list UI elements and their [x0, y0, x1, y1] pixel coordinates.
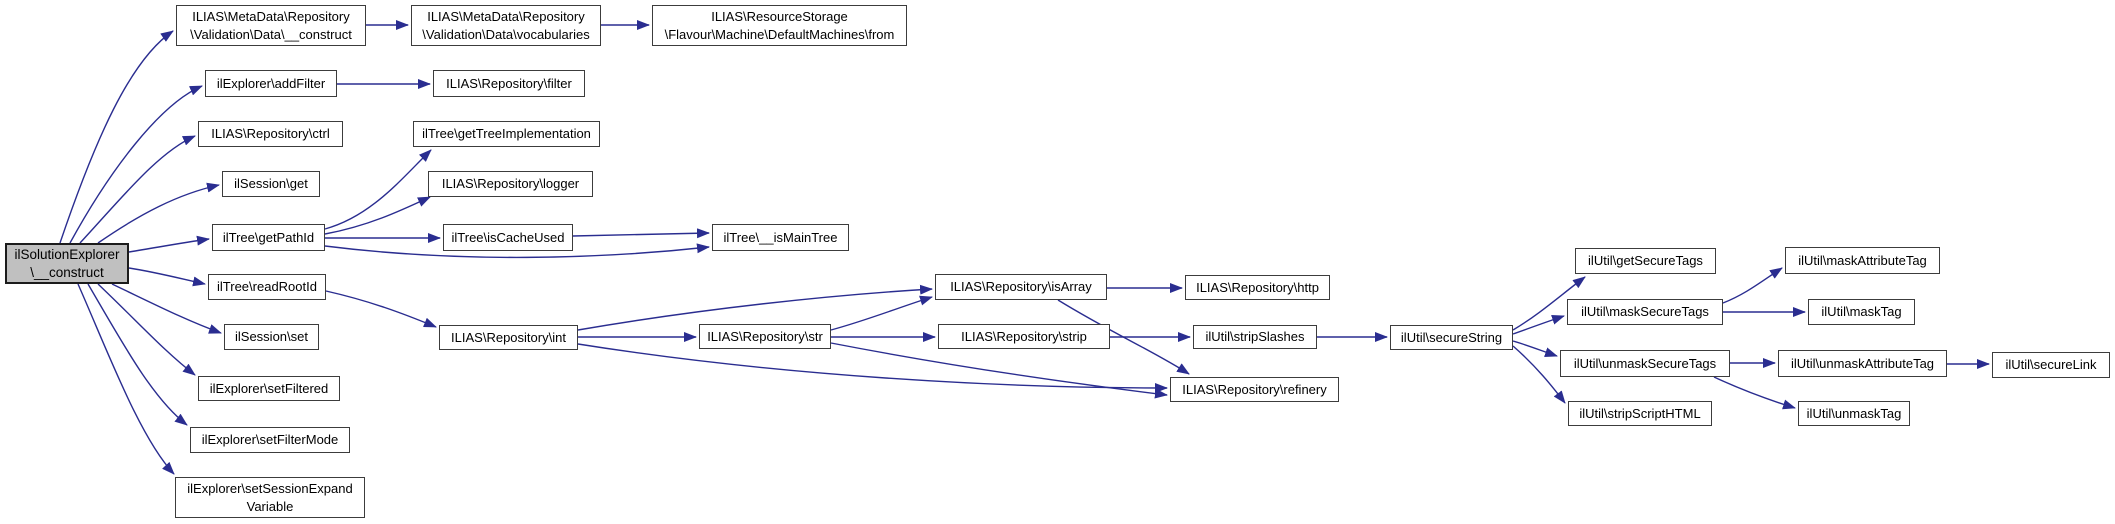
- edge-get-path-id-to-repo-logger: [324, 196, 431, 235]
- node-repo-http[interactable]: ILIAS\Repository\http: [1185, 275, 1330, 300]
- edge-is-cache-used-to-is-main-tree: [572, 228, 710, 239]
- node-repo-logger[interactable]: ILIAS\Repository\logger: [428, 171, 593, 197]
- node-rs-from[interactable]: ILIAS\ResourceStorage \Flavour\Machine\D…: [652, 5, 907, 46]
- node-repo-strip[interactable]: ILIAS\Repository\strip: [938, 324, 1110, 349]
- edge-root-to-get-path-id: [128, 235, 210, 253]
- edge-repo-int-to-repo-is-array: [577, 284, 933, 331]
- node-strip-slashes[interactable]: ilUtil\stripSlashes: [1193, 325, 1317, 349]
- node-set-session-expand[interactable]: ilExplorer\setSessionExpand Variable: [175, 477, 365, 518]
- edge-secure-string-to-strip-script-html: [1512, 345, 1566, 404]
- edge-unmask-secure-tags-to-unmask-tag: [1713, 376, 1796, 410]
- edge-repo-str-to-repo-is-array: [830, 295, 933, 331]
- edge-root-to-repo-ctrl: [79, 135, 196, 244]
- node-session-set[interactable]: ilSession\set: [224, 324, 319, 350]
- node-repo-int[interactable]: ILIAS\Repository\int: [439, 325, 578, 350]
- edge-root-to-set-filtered: [97, 283, 196, 376]
- node-root: ilSolutionExplorer \__construct: [5, 243, 129, 284]
- edge-root-to-set-session-expand: [77, 283, 175, 475]
- edge-repo-int-to-repo-refinery: [577, 343, 1168, 393]
- node-unmask-tag[interactable]: ilUtil\unmaskTag: [1798, 401, 1910, 426]
- node-repo-ctrl[interactable]: ILIAS\Repository\ctrl: [198, 121, 343, 147]
- node-set-filtered[interactable]: ilExplorer\setFiltered: [198, 376, 340, 401]
- node-unmask-secure-tags[interactable]: ilUtil\unmaskSecureTags: [1560, 350, 1730, 377]
- edge-root-to-session-set: [111, 283, 222, 334]
- edge-root-to-add-filter: [69, 85, 203, 244]
- node-is-cache-used[interactable]: ilTree\isCacheUsed: [443, 224, 573, 251]
- node-md-construct[interactable]: ILIAS\MetaData\Repository \Validation\Da…: [176, 5, 366, 46]
- node-strip-script-html[interactable]: ilUtil\stripScriptHTML: [1568, 401, 1712, 426]
- node-get-tree-impl[interactable]: ilTree\getTreeImplementation: [413, 121, 600, 147]
- node-repo-is-array[interactable]: ILIAS\Repository\isArray: [935, 274, 1107, 300]
- edge-root-to-session-get: [97, 182, 220, 244]
- edge-root-to-md-construct: [59, 30, 174, 244]
- node-get-path-id[interactable]: ilTree\getPathId: [212, 224, 325, 251]
- node-md-vocabularies[interactable]: ILIAS\MetaData\Repository \Validation\Da…: [411, 5, 601, 46]
- edge-secure-string-to-mask-secure-tags: [1512, 315, 1565, 335]
- node-repo-filter[interactable]: ILIAS\Repository\filter: [433, 70, 585, 97]
- node-secure-string[interactable]: ilUtil\secureString: [1390, 325, 1513, 350]
- node-mask-secure-tags[interactable]: ilUtil\maskSecureTags: [1567, 299, 1723, 325]
- edge-read-root-id-to-repo-int: [325, 290, 437, 328]
- edge-secure-string-to-unmask-secure-tags: [1512, 340, 1558, 357]
- node-is-main-tree[interactable]: ilTree\__isMainTree: [712, 224, 849, 251]
- node-session-get[interactable]: ilSession\get: [222, 171, 320, 197]
- node-get-secure-tags[interactable]: ilUtil\getSecureTags: [1575, 248, 1716, 274]
- edge-root-to-read-root-id: [128, 267, 206, 287]
- node-mask-attribute-tag[interactable]: ilUtil\maskAttributeTag: [1785, 247, 1940, 274]
- edge-repo-is-array-to-repo-refinery: [1057, 299, 1190, 375]
- edge-get-path-id-to-is-main-tree: [324, 243, 710, 259]
- edge-mask-secure-tags-to-mask-attribute-tag: [1722, 267, 1783, 304]
- node-add-filter[interactable]: ilExplorer\addFilter: [205, 70, 337, 97]
- edge-root-to-set-filter-mode: [87, 283, 188, 426]
- edge-repo-str-to-repo-refinery: [830, 342, 1168, 399]
- node-secure-link[interactable]: ilUtil\secureLink: [1992, 352, 2110, 378]
- node-read-root-id[interactable]: ilTree\readRootId: [208, 274, 326, 300]
- node-unmask-attribute-tag[interactable]: ilUtil\unmaskAttributeTag: [1778, 350, 1947, 377]
- edge-secure-string-to-get-secure-tags: [1512, 276, 1586, 331]
- node-mask-tag[interactable]: ilUtil\maskTag: [1808, 299, 1915, 325]
- node-repo-refinery[interactable]: ILIAS\Repository\refinery: [1170, 377, 1339, 402]
- node-set-filter-mode[interactable]: ilExplorer\setFilterMode: [190, 427, 350, 453]
- edge-get-path-id-to-get-tree-impl: [324, 149, 432, 230]
- node-repo-str[interactable]: ILIAS\Repository\str: [699, 324, 831, 349]
